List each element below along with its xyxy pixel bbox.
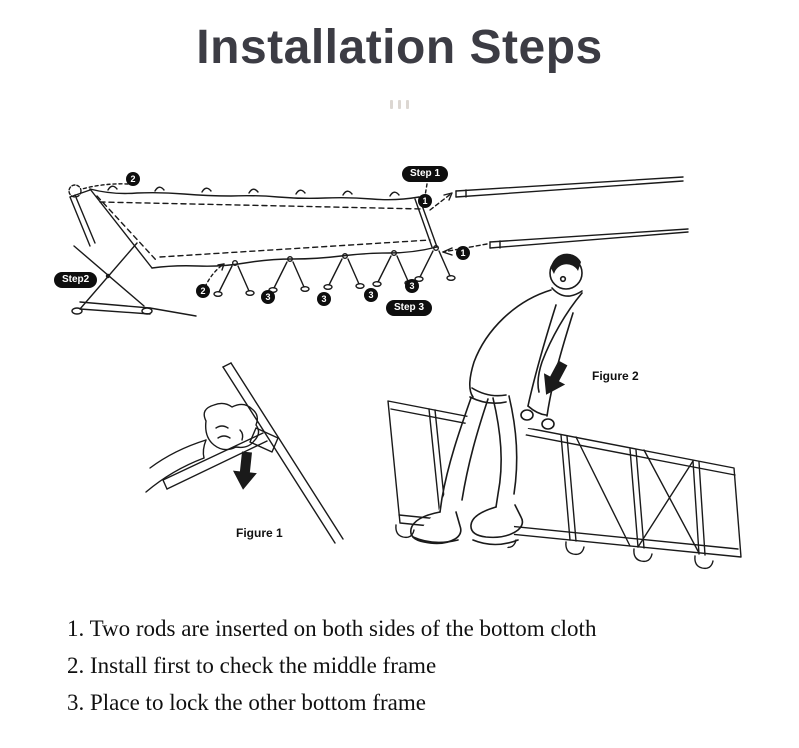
instruction-line: 2. Install first to check the middle fra… [67, 653, 437, 678]
left-leg-frame [69, 189, 197, 317]
marker-3: 3 [261, 290, 275, 304]
down-arrow-icon [232, 451, 257, 490]
figure1-illustration [145, 362, 344, 544]
down-arrow-icon [543, 360, 568, 395]
step3-badge: Step 3 [386, 300, 433, 316]
side-rod-bottom [489, 228, 689, 249]
figure1-label: Figure 1 [236, 526, 283, 540]
marker-3: 3 [364, 288, 378, 302]
title-ornament-icon [0, 100, 799, 109]
step1-badge: Step 1 [402, 166, 449, 182]
instruction-line: 1. Two rods are inserted on both sides o… [67, 616, 597, 641]
cot-sheet-diagram [68, 183, 438, 288]
figure2-label: Figure 2 [592, 369, 639, 383]
instruction-list: 1. Two rods are inserted on both sides o… [67, 610, 596, 721]
marker-3: 3 [317, 292, 331, 306]
person-figure [409, 253, 583, 546]
page-title: Installation Steps [196, 21, 603, 74]
figure2-illustration [387, 253, 742, 570]
step2-badge: Step2 [54, 272, 98, 288]
bottom-legs [213, 244, 456, 298]
side-rod-top [455, 176, 684, 198]
marker-1: 1 [456, 246, 470, 260]
marker-2: 2 [126, 172, 140, 186]
marker-1: 1 [418, 194, 432, 208]
instruction-line: 3. Place to lock the other bottom frame [67, 690, 426, 715]
marker-2: 2 [196, 284, 210, 298]
marker-3: 3 [405, 279, 419, 293]
